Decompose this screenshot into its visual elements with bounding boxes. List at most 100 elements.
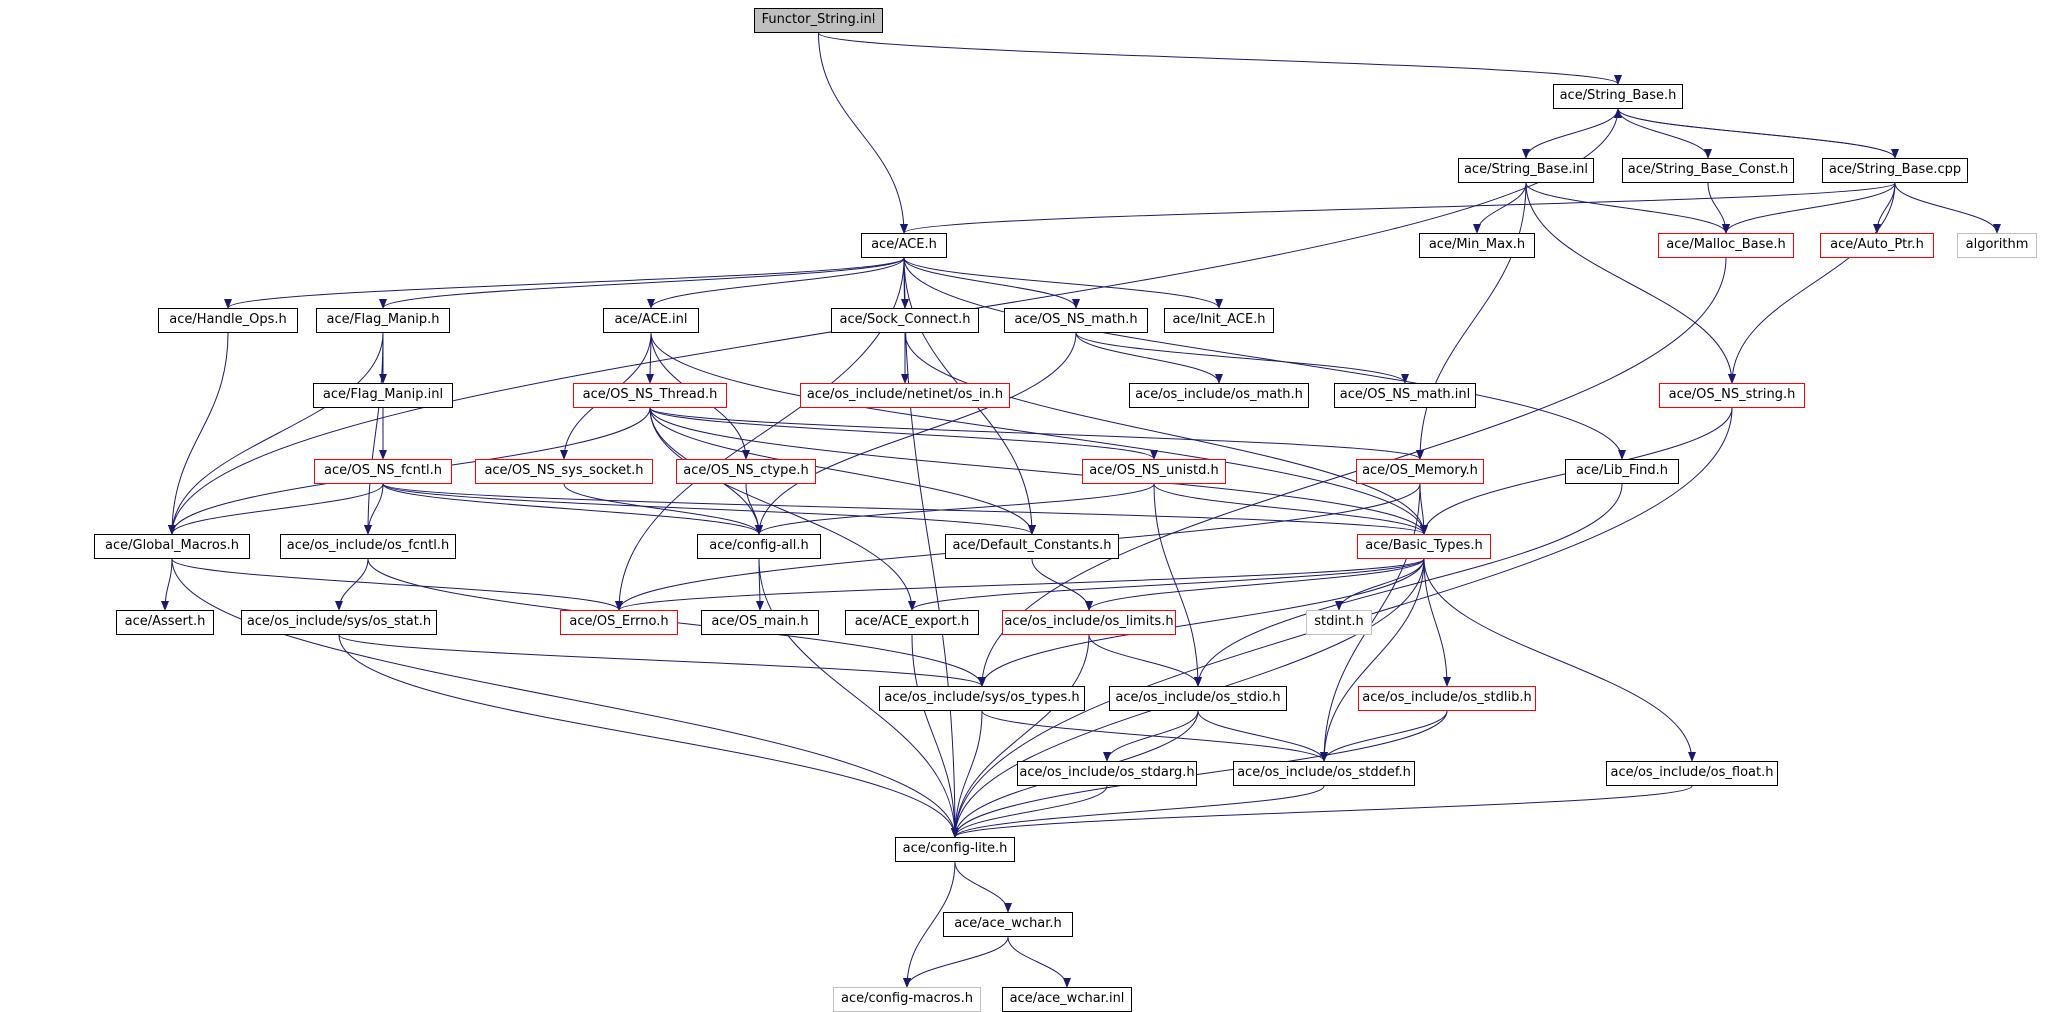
- edge-os-ns-thread-h-to-basic-types-h: [649, 407, 1428, 535]
- node-os-ns-string-h[interactable]: ace/OS_NS_string.h: [1659, 383, 1805, 408]
- node-os-math-h[interactable]: ace/os_include/os_math.h: [1129, 383, 1309, 408]
- edge-os-fcntl-h-to-sys-os-stat-h: [335, 558, 369, 611]
- node-os-ns-math-h[interactable]: ace/OS_NS_math.h: [1004, 308, 1148, 333]
- edge-os-stdarg-h-to-config-lite-h: [951, 785, 1108, 838]
- node-ace-export-h[interactable]: ace/ACE_export.h: [845, 610, 979, 635]
- node-os-ns-math-inl[interactable]: ace/OS_NS_math.inl: [1334, 383, 1476, 408]
- edge-os-limits-h-to-os-stdio-h: [1088, 634, 1202, 687]
- edge-os-ns-math-h-to-config-all-h: [755, 332, 1077, 535]
- node-sys-os-types-h[interactable]: ace/os_include/sys/os_types.h: [879, 686, 1085, 711]
- edge-config-all-h-to-config-lite-h: [758, 558, 959, 838]
- edge-string-base-cpp-to-string-base-h: [1614, 108, 1896, 159]
- edge-os-ns-math-h-to-os-math-h: [1075, 332, 1223, 384]
- edge-flag-manip-h-to-global-macros-h: [168, 332, 384, 535]
- node-default-constants-h[interactable]: ace/Default_Constants.h: [945, 534, 1119, 559]
- node-stdint-h: stdint.h: [1306, 610, 1372, 635]
- node-string-base-const-h[interactable]: ace/String_Base_Const.h: [1622, 158, 1794, 183]
- node-functor-string-inl: Functor_String.inl: [754, 8, 883, 33]
- edge-string-base-cpp-to-ace-h: [900, 182, 1896, 234]
- node-os-stdarg-h[interactable]: ace/os_include/os_stdarg.h: [1017, 761, 1197, 786]
- node-ace-wchar-inl[interactable]: ace/ace_wchar.inl: [1002, 987, 1132, 1012]
- node-sock-connect-h[interactable]: ace/Sock_Connect.h: [831, 308, 979, 333]
- node-os-limits-h[interactable]: ace/os_include/os_limits.h: [1002, 610, 1176, 635]
- node-flag-manip-inl[interactable]: ace/Flag_Manip.inl: [313, 383, 453, 408]
- node-os-ns-thread-h[interactable]: ace/OS_NS_Thread.h: [573, 383, 727, 408]
- node-netinet-os-in-h[interactable]: ace/os_include/netinet/os_in.h: [800, 383, 1010, 408]
- node-malloc-base-h[interactable]: ace/Malloc_Base.h: [1658, 233, 1794, 258]
- node-string-base-inl[interactable]: ace/String_Base.inl: [1458, 158, 1594, 183]
- edge-os-ns-fcntl-h-to-config-all-h: [382, 483, 763, 535]
- node-lib-find-h[interactable]: ace/Lib_Find.h: [1565, 459, 1679, 484]
- edge-sys-os-types-h-to-config-lite-h: [951, 710, 983, 838]
- node-handle-ops-h[interactable]: ace/Handle_Ops.h: [158, 308, 298, 333]
- node-os-ns-unistd-h[interactable]: ace/OS_NS_unistd.h: [1082, 459, 1226, 484]
- edge-ace-h-to-handle-ops-h: [224, 257, 905, 309]
- node-config-macros-h: ace/config-macros.h: [833, 987, 981, 1012]
- node-os-stdio-h[interactable]: ace/os_include/os_stdio.h: [1109, 686, 1287, 711]
- node-assert-h[interactable]: ace/Assert.h: [116, 610, 214, 635]
- edge-basic-types-h-to-os-float-h: [1423, 558, 1696, 762]
- node-ace-inl[interactable]: ace/ACE.inl: [603, 308, 699, 333]
- edge-os-float-h-to-config-lite-h: [951, 785, 1693, 838]
- edge-os-ns-ctype-h-to-config-all-h: [745, 483, 763, 535]
- edge-os-ns-thread-h-to-os-memory-h: [649, 407, 1424, 460]
- node-ace-h[interactable]: ace/ACE.h: [861, 233, 947, 258]
- edge-os-ns-unistd-h-to-basic-types-h: [1153, 483, 1428, 535]
- edge-string-base-cpp-to-algorithm: [1894, 182, 2001, 234]
- edge-os-memory-h-to-os-stddef-h: [1320, 483, 1421, 762]
- edge-ace-h-to-lib-find-h: [903, 257, 1626, 460]
- edge-string-base-inl-to-malloc-base-h: [1525, 182, 1730, 234]
- node-ace-wchar-h[interactable]: ace/ace_wchar.h: [943, 912, 1073, 937]
- edge-sys-os-stat-h-to-sys-os-types-h: [338, 634, 986, 687]
- edge-os-stdio-h-to-os-stdarg-h: [1103, 710, 1199, 762]
- node-os-stdlib-h[interactable]: ace/os_include/os_stdlib.h: [1358, 686, 1536, 711]
- node-config-all-h[interactable]: ace/config-all.h: [697, 534, 821, 559]
- node-os-main-h[interactable]: ace/OS_main.h: [701, 610, 819, 635]
- edge-os-ns-thread-h-to-ace-export-h: [649, 407, 916, 611]
- node-init-ace-h[interactable]: ace/Init_ACE.h: [1164, 308, 1274, 333]
- edge-os-ns-fcntl-h-to-default-constants-h: [382, 483, 1036, 535]
- edge-os-ns-thread-h-to-os-ns-unistd-h: [649, 407, 1158, 460]
- edge-os-ns-math-h-to-os-ns-math-inl: [1075, 332, 1409, 384]
- node-flag-manip-h[interactable]: ace/Flag_Manip.h: [316, 308, 450, 333]
- node-os-float-h[interactable]: ace/os_include/os_float.h: [1606, 761, 1778, 786]
- node-algorithm: algorithm: [1957, 233, 2037, 258]
- node-os-ns-ctype-h[interactable]: ace/OS_NS_ctype.h: [676, 459, 816, 484]
- edge-ace-h-to-init-ace-h: [903, 257, 1223, 309]
- edge-string-base-h-to-string-base-inl: [1522, 108, 1619, 159]
- edge-ace-wchar-h-to-ace-wchar-inl: [1007, 936, 1071, 988]
- edge-basic-types-h-to-os-limits-h: [1085, 558, 1425, 611]
- node-string-base-h[interactable]: ace/String_Base.h: [1553, 84, 1683, 109]
- edge-global-macros-h-to-assert-h: [161, 558, 173, 611]
- edge-global-macros-h-to-os-errno-h: [171, 558, 623, 611]
- node-os-errno-h[interactable]: ace/OS_Errno.h: [560, 610, 678, 635]
- edge-ace-wchar-h-to-config-macros-h: [903, 936, 1009, 988]
- edge-basic-types-h-to-os-stddef-h: [1320, 558, 1425, 762]
- edge-os-ns-fcntl-h-to-os-fcntl-h: [364, 483, 384, 535]
- edge-global-macros-h-to-config-lite-h: [171, 558, 959, 838]
- edge-string-base-h-to-string-base-const-h: [1617, 108, 1712, 159]
- node-sys-os-stat-h[interactable]: ace/os_include/sys/os_stat.h: [241, 610, 437, 635]
- edge-os-ns-thread-h-to-default-constants-h: [649, 407, 1036, 535]
- node-auto-ptr-h[interactable]: ace/Auto_Ptr.h: [1820, 233, 1934, 258]
- edge-string-base-cpp-to-malloc-base-h: [1722, 182, 1896, 234]
- edge-ace-h-to-config-lite-h: [903, 257, 959, 838]
- node-min-max-h[interactable]: ace/Min_Max.h: [1419, 233, 1535, 258]
- node-basic-types-h[interactable]: ace/Basic_Types.h: [1357, 534, 1491, 559]
- node-global-macros-h[interactable]: ace/Global_Macros.h: [94, 534, 250, 559]
- edge-malloc-base-h-to-sys-os-types-h: [978, 257, 1727, 687]
- node-os-fcntl-h[interactable]: ace/os_include/os_fcntl.h: [280, 534, 456, 559]
- edge-string-base-inl-to-os-memory-h: [1416, 182, 1527, 460]
- node-config-lite-h[interactable]: ace/config-lite.h: [895, 837, 1015, 862]
- node-os-ns-fcntl-h[interactable]: ace/OS_NS_fcntl.h: [314, 459, 452, 484]
- node-os-ns-sys-socket-h[interactable]: ace/OS_NS_sys_socket.h: [475, 459, 653, 484]
- node-os-memory-h[interactable]: ace/OS_Memory.h: [1356, 459, 1484, 484]
- edge-os-stdio-h-to-os-stddef-h: [1197, 710, 1328, 762]
- edge-lib-find-h-to-os-stdio-h: [1194, 483, 1623, 687]
- node-string-base-cpp[interactable]: ace/String_Base.cpp: [1822, 158, 1968, 183]
- edge-ace-h-to-ace-inl: [647, 257, 905, 309]
- edge-string-base-inl-to-os-ns-string-h: [1525, 182, 1736, 384]
- node-os-stddef-h[interactable]: ace/os_include/os_stddef.h: [1233, 761, 1415, 786]
- edge-os-ns-sys-socket-h-to-config-all-h: [563, 483, 763, 535]
